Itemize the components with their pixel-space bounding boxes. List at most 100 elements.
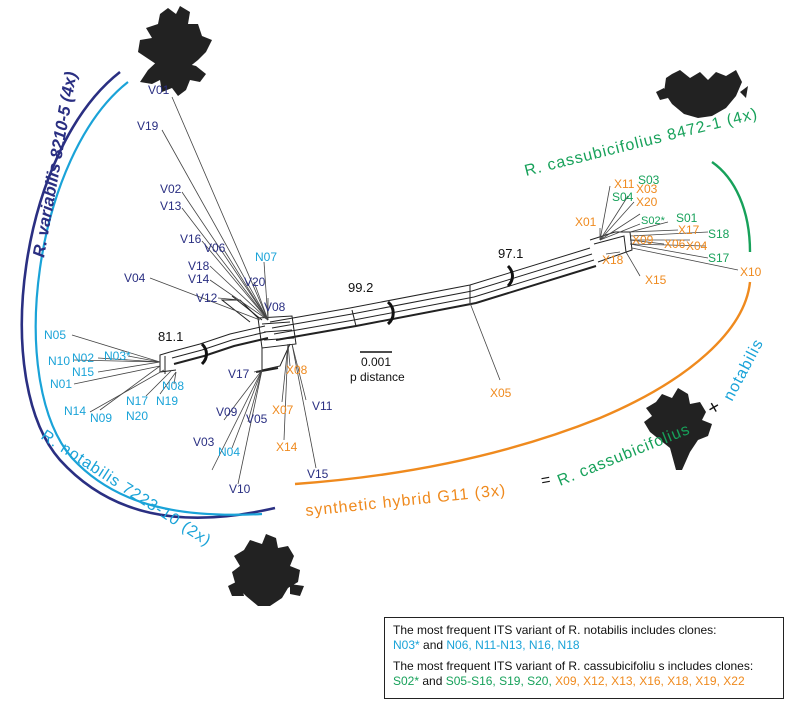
bootstrap-mark-3: [506, 264, 514, 288]
hybrid-parent2: notabilis: [721, 336, 768, 404]
tip-label: V01: [148, 83, 170, 97]
tips-cassubicifolius: S03 S04 S02* S01 S18 S17: [612, 173, 730, 265]
tips-hybrid: X11 X03 X20 X01 X17 X09 X06 X04 X18 X15 …: [272, 177, 762, 454]
tip-label: V20: [244, 275, 266, 289]
tip-label: V17: [228, 367, 250, 381]
tip-label: X15: [645, 273, 667, 287]
tip-label: N04: [218, 445, 240, 459]
tip-label: X04: [686, 239, 708, 253]
legend-text: The most frequent ITS variant of: [393, 659, 569, 673]
legend-clone-main: S02*: [393, 674, 420, 688]
tip-label: S17: [708, 251, 730, 265]
leaf-silhouette-variabilis-icon: [138, 6, 212, 96]
title-variabilis: R. variabilis 8210-5 (4x): [29, 70, 80, 259]
tip-label: N14: [64, 404, 86, 418]
tip-label: V16: [180, 232, 202, 246]
tip-label: S02*: [641, 215, 666, 227]
tip-label: V06: [204, 241, 226, 255]
legend-text: includes clones:: [627, 623, 717, 637]
tip-label: V04: [124, 271, 146, 285]
tip-label: X18: [602, 253, 624, 267]
tip-label: V15: [307, 467, 329, 481]
legend-clones: S05-S16, S19, S20,: [445, 674, 552, 688]
legend-line-3: The most frequent ITS variant of R. cass…: [393, 659, 775, 674]
legend-text: and: [419, 674, 446, 688]
hybrid-plus: +: [704, 395, 726, 420]
tip-label: N19: [156, 394, 178, 408]
tips-variabilis: V01 V19 V02 V13 V16 V06 V18 V14 V04 V20 …: [124, 83, 333, 496]
legend-box: The most frequent ITS variant of R. nota…: [384, 617, 784, 699]
legend-clones: N06, N11-N13, N16, N18: [446, 638, 580, 652]
tip-label: V12: [196, 291, 218, 305]
tip-label: X05: [490, 386, 512, 400]
tip-label: N20: [126, 409, 148, 423]
title-notabilis: R. notabilis 7223-10 (2x): [38, 427, 214, 550]
tips-notabilis: N07 N05 N10 N02 N03* N15 N01 N08 N14 N09…: [44, 250, 277, 459]
bootstrap-mark-2: [386, 300, 395, 326]
tip-label: V10: [229, 482, 251, 496]
legend-clones-hybrid: X09, X12, X13, X16, X18, X19, X22: [551, 674, 745, 688]
bootstrap-mark-1: [200, 342, 208, 366]
bootstrap-label-2: 99.2: [348, 280, 373, 295]
tip-label: X03: [636, 182, 658, 196]
tip-label: X17: [678, 223, 700, 237]
leaf-silhouette-cassubicifolius-icon: [656, 70, 748, 118]
tip-label: N08: [162, 379, 184, 393]
tip-label: V11: [312, 399, 333, 413]
bootstrap-label-3: 97.1: [498, 246, 523, 261]
tip-label: N07: [255, 250, 277, 264]
hybrid-title-prefix: synthetic hybrid G11 (3x): [305, 482, 507, 520]
tip-label: V08: [264, 300, 286, 314]
tip-label: V09: [216, 405, 238, 419]
tip-label: X06: [664, 237, 686, 251]
legend-species: R. cassubicifoliu s: [568, 659, 665, 673]
bootstrap-label-1: 81.1: [158, 329, 183, 344]
leaf-silhouette-hybrid-icon: [644, 388, 712, 470]
tip-label: V02: [160, 182, 182, 196]
legend-line-4: S02* and S05-S16, S19, S20, X09, X12, X1…: [393, 674, 775, 689]
legend-line-1: The most frequent ITS variant of R. nota…: [393, 623, 775, 638]
tip-label: N03*: [104, 349, 131, 363]
tip-label: V14: [188, 272, 210, 286]
tip-label: V05: [246, 412, 268, 426]
arc-cassubicifolius: [711, 161, 752, 253]
legend-text: and: [419, 638, 447, 652]
tip-label: S01: [676, 211, 698, 225]
legend-text: The most frequent ITS variant of: [393, 623, 569, 637]
tip-label: V13: [160, 199, 182, 213]
tip-label: N09: [90, 411, 112, 425]
tip-label: X09: [632, 233, 654, 247]
tip-label: N10: [48, 354, 70, 368]
tip-label: S04: [612, 190, 634, 204]
legend-species: R. notabilis: [568, 623, 628, 637]
tip-label: N02: [72, 351, 94, 365]
hybrid-equals: =: [540, 471, 553, 490]
tip-label: S18: [708, 227, 730, 241]
tip-label: X11: [614, 177, 635, 191]
arc-hybrid: [294, 281, 752, 486]
tip-label: V19: [137, 119, 159, 133]
tip-label: N05: [44, 328, 66, 342]
tip-label: X07: [272, 403, 294, 417]
tip-lines: [71, 96, 739, 485]
tip-label: X20: [636, 195, 658, 209]
legend-text: includes clones:: [664, 659, 754, 673]
scale-label: p distance: [350, 370, 405, 384]
tip-label: X01: [575, 215, 597, 229]
arc-notabilis: [34, 81, 263, 516]
legend-line-2: N03* and N06, N11-N13, N16, N18: [393, 638, 775, 653]
arc-variabilis: [20, 70, 276, 519]
tip-label: N15: [72, 365, 94, 379]
tip-label: S03: [638, 173, 660, 187]
tip-label: N17: [126, 394, 148, 408]
tip-label: V18: [188, 259, 210, 273]
legend-clone-main: N03*: [393, 638, 420, 652]
scale-value: 0.001: [361, 355, 391, 369]
tip-label: N01: [50, 377, 72, 391]
tip-label: X08: [286, 363, 308, 377]
tip-label: X14: [276, 440, 298, 454]
leaf-silhouette-notabilis-icon: [228, 534, 304, 606]
title-cassubicifolius: R. cassubicifolius 8472-1 (4x): [523, 105, 760, 180]
tip-label: X10: [740, 265, 762, 279]
